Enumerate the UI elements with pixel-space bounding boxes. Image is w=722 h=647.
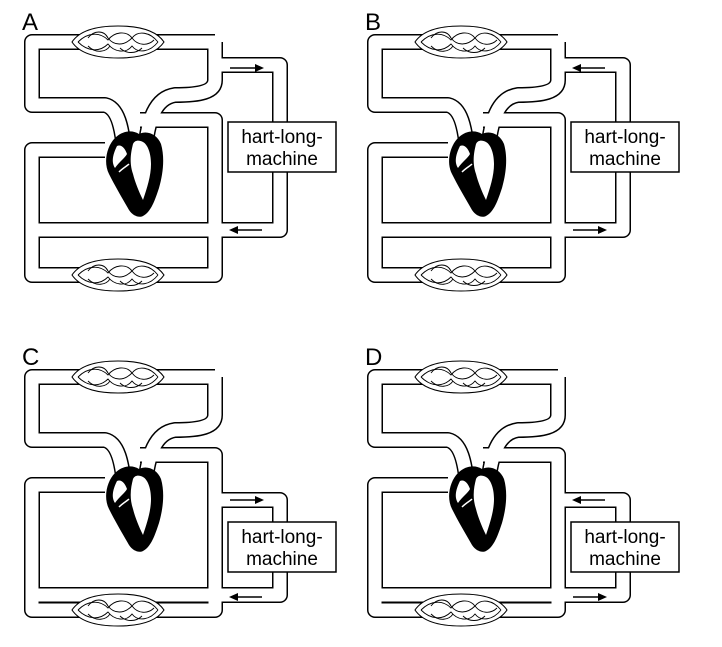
flow-arrow-lower bbox=[229, 593, 262, 601]
panel-label: D bbox=[365, 344, 382, 371]
flow-arrow-lower bbox=[573, 593, 607, 601]
machine-label-line2: machine bbox=[589, 149, 661, 170]
machine-label-line2: machine bbox=[246, 549, 318, 570]
flow-arrow-upper bbox=[572, 64, 605, 72]
panel-label: B bbox=[365, 9, 381, 36]
lower-capillary-bed bbox=[414, 593, 508, 627]
lower-capillary-bed bbox=[414, 258, 508, 292]
panel-c: C hart-long- machine bbox=[22, 344, 337, 627]
machine-label-line1: hart-long- bbox=[584, 527, 665, 548]
heart bbox=[448, 465, 507, 553]
panel-a: A hart-long- machine bbox=[22, 9, 337, 292]
upper-capillary-bed bbox=[71, 25, 165, 59]
heart bbox=[105, 465, 164, 553]
machine-label-line1: hart-long- bbox=[241, 127, 322, 148]
upper-capillary-bed bbox=[414, 360, 508, 394]
flow-arrow-lower bbox=[229, 226, 262, 234]
flow-arrow-upper bbox=[572, 496, 605, 504]
flow-arrow-upper bbox=[230, 496, 264, 504]
panel-b: B hart-long- machine bbox=[365, 9, 680, 292]
flow-arrow-lower bbox=[573, 226, 607, 234]
heart-lung-machine: hart-long- machine bbox=[570, 521, 680, 573]
lower-capillary-bed bbox=[71, 258, 165, 292]
heart-lung-machine: hart-long- machine bbox=[227, 521, 337, 573]
lower-capillary-bed bbox=[71, 593, 165, 627]
panel-d: D hart-long- machine bbox=[365, 344, 680, 627]
heart-lung-machine: hart-long- machine bbox=[570, 121, 680, 173]
panel-label: C bbox=[22, 344, 39, 371]
upper-capillary-bed bbox=[71, 360, 165, 394]
machine-label-line1: hart-long- bbox=[241, 527, 322, 548]
machine-label-line1: hart-long- bbox=[584, 127, 665, 148]
heart-lung-machine: hart-long- machine bbox=[227, 121, 337, 173]
machine-label-line2: machine bbox=[589, 549, 661, 570]
heart bbox=[448, 130, 507, 218]
machine-label-line2: machine bbox=[246, 149, 318, 170]
flow-arrow-upper bbox=[230, 64, 264, 72]
panel-label: A bbox=[22, 9, 38, 36]
upper-capillary-bed bbox=[414, 25, 508, 59]
heart bbox=[105, 130, 164, 218]
